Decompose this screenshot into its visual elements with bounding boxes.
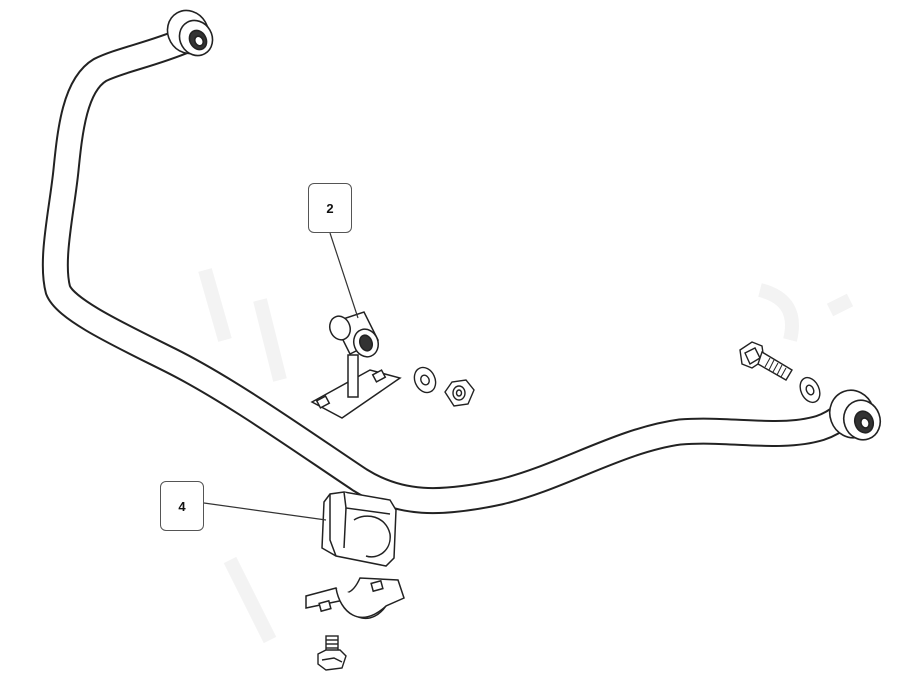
washer-link: [413, 366, 437, 394]
bar-end-bushing-left: [166, 9, 214, 57]
bar-end-bushing-right: [828, 389, 882, 441]
bushing-clamp: [305, 577, 405, 620]
callout-4: 4: [160, 481, 204, 531]
stabilizer-bar: [41, 26, 866, 515]
watermark: [198, 268, 854, 644]
clamp-bolt: [317, 635, 347, 671]
callout-label-4: 4: [178, 498, 186, 514]
leader-line-2: [329, 232, 359, 319]
leader-lines: [203, 232, 359, 521]
callout-2: 2: [308, 183, 352, 233]
washer-right: [799, 376, 821, 404]
bolt: [739, 341, 793, 381]
nut-link: [444, 379, 475, 407]
link-assembly: [310, 311, 402, 419]
stabilizer-bushing: [321, 491, 397, 567]
callout-label-2: 2: [326, 200, 334, 216]
leader-line-4: [203, 502, 327, 521]
